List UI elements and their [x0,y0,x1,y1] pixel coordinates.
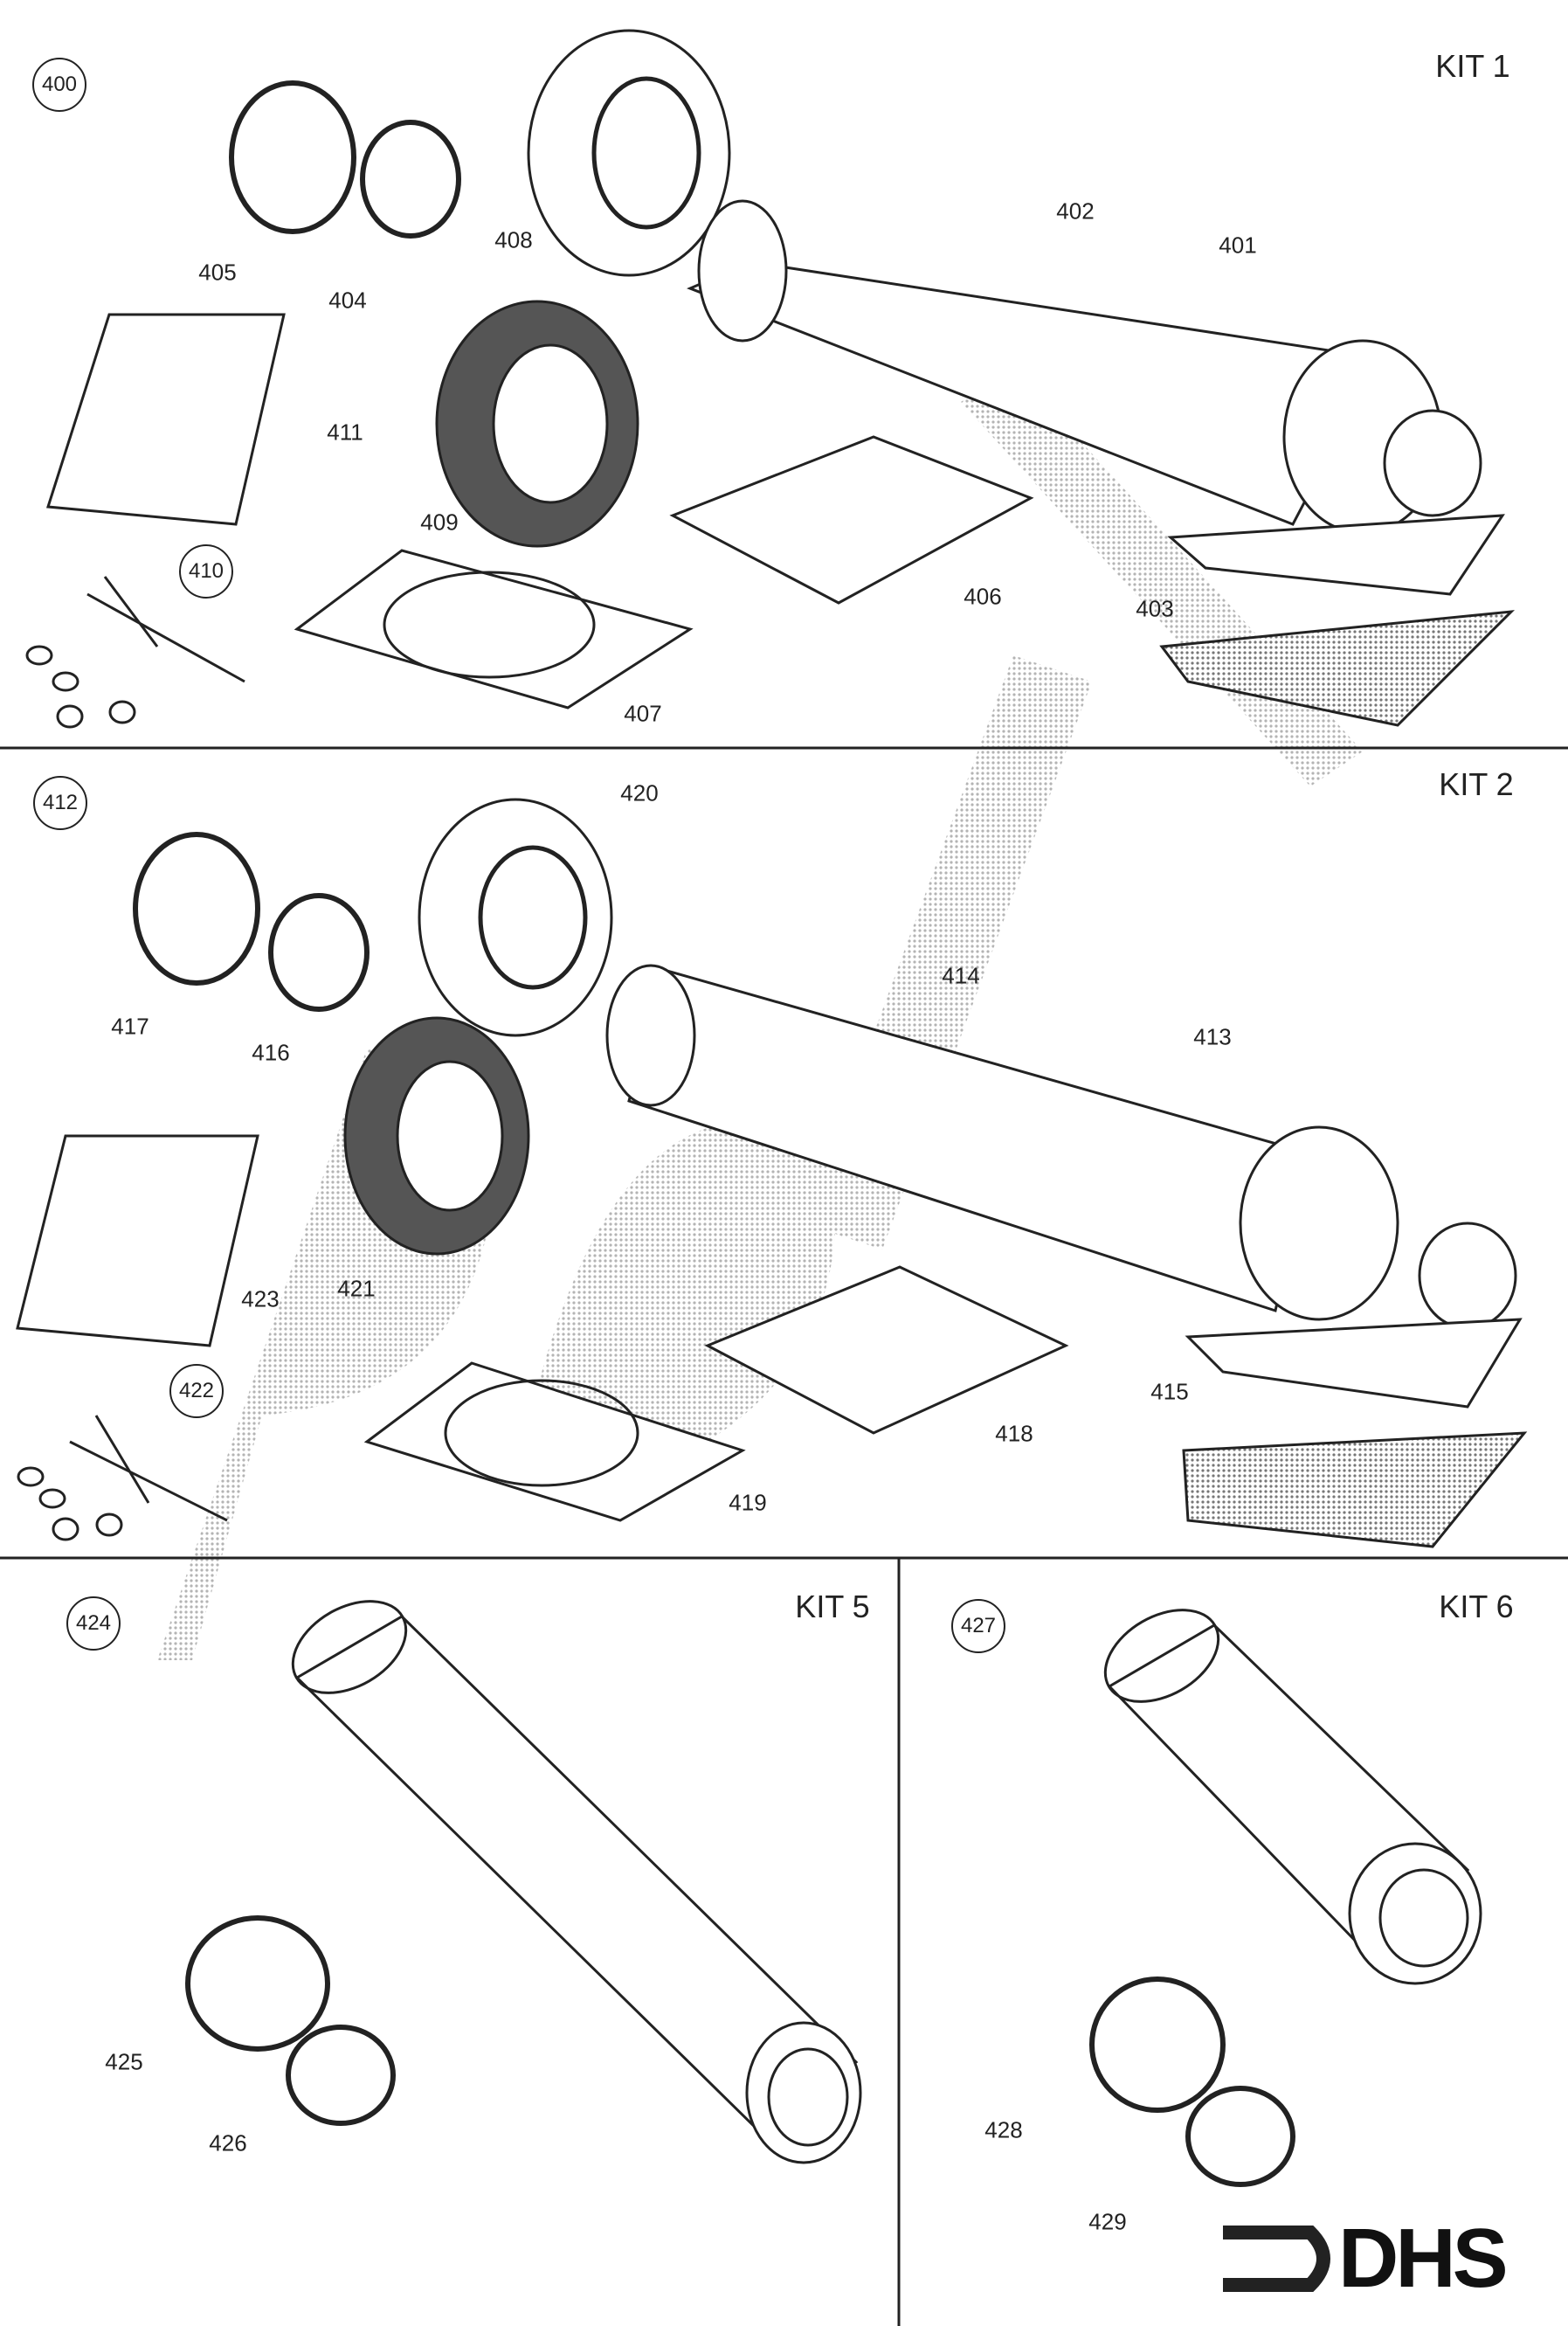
kit-ref-callout: 427 [951,1599,1005,1653]
part-label: 426 [209,2129,247,2156]
part-label: 421 [337,1275,376,1302]
part-label: 406 [964,583,1002,610]
kit-2-title: KIT 2 [1439,766,1514,802]
part-label: 405 [198,259,237,286]
dhs-logo-mark [1223,2226,1330,2292]
part-callout: 410 [179,544,233,599]
kit-5-title: KIT 5 [795,1589,870,1624]
kit-ref-callout: 424 [66,1596,121,1651]
part-label: 413 [1193,1023,1232,1050]
part-label: 418 [995,1420,1033,1447]
part-label: 403 [1136,595,1174,622]
part-label: 407 [624,700,662,727]
part-label: 419 [729,1489,767,1516]
part-label: 402 [1056,197,1095,225]
part-label: 404 [328,287,367,314]
part-label: 429 [1088,2208,1127,2235]
part-label: 416 [252,1039,290,1066]
kit-1-title: KIT 1 [1435,48,1510,84]
part-label: 411 [327,419,363,446]
part-label: 423 [241,1285,280,1312]
logo-text: DHS [1338,2212,1509,2305]
kit-ref-callout: 400 [32,58,86,112]
part-callout: 422 [169,1364,224,1418]
kit-ref-callout: 412 [33,776,87,830]
part-label: 414 [942,962,980,989]
part-label: 420 [620,779,659,806]
part-label: 415 [1150,1378,1189,1405]
part-label: 417 [111,1013,149,1040]
part-label: 428 [984,2116,1023,2143]
part-label: 425 [105,2048,143,2075]
part-label: 409 [420,509,459,536]
part-label: 401 [1219,232,1257,259]
dhs-logo: DHS [1214,2212,1546,2305]
part-label: 408 [494,226,533,253]
kit-6-title: KIT 6 [1439,1589,1514,1624]
